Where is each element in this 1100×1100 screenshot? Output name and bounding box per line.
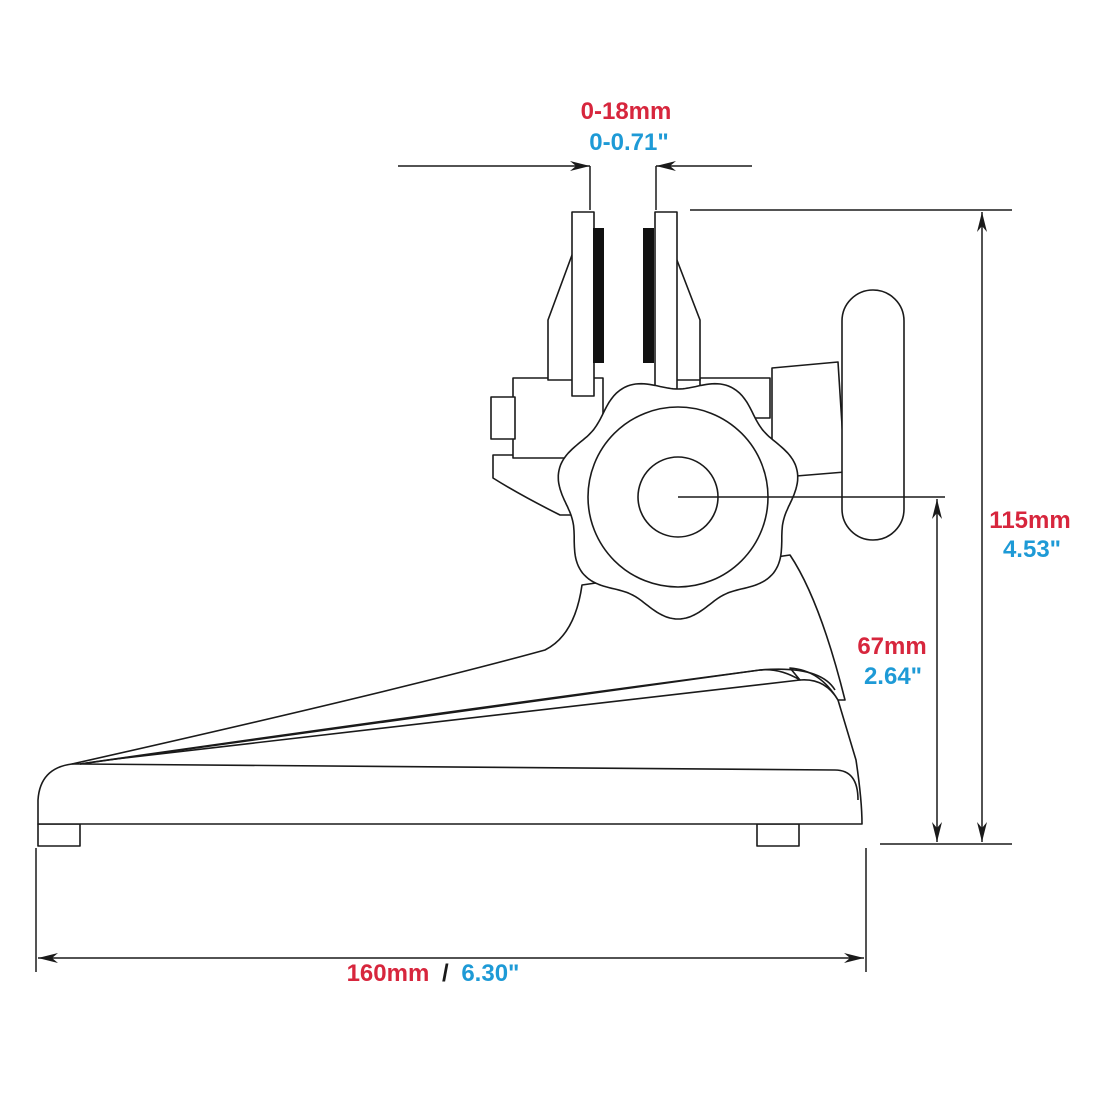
base-length-separator: / xyxy=(442,960,449,987)
left-foot xyxy=(37,823,81,847)
base-top-edge xyxy=(79,668,836,765)
right-jaw xyxy=(654,211,678,397)
left-jaw-pad xyxy=(593,228,604,363)
right-jaw-pad xyxy=(643,228,654,363)
left-jaw xyxy=(571,211,595,397)
right-foot xyxy=(756,823,800,847)
jaw-opening-imperial: 0-0.71" xyxy=(589,129,668,156)
total-height-imperial: 4.53" xyxy=(1003,536,1061,563)
total-height-metric: 115mm xyxy=(989,507,1070,534)
base-length-label: 160mm / 6.30" xyxy=(347,960,520,987)
base-length-metric: 160mm xyxy=(347,960,430,987)
base-length-imperial: 6.30" xyxy=(461,960,519,987)
jaw-opening-metric: 0-18mm xyxy=(581,98,672,125)
stand-base xyxy=(37,679,863,825)
clamp-screw xyxy=(490,396,516,440)
base-inner-edge xyxy=(79,763,859,801)
lever-handle xyxy=(841,289,905,541)
axis-height-metric: 67mm xyxy=(857,633,926,660)
axis-height-imperial: 2.64" xyxy=(864,663,922,690)
